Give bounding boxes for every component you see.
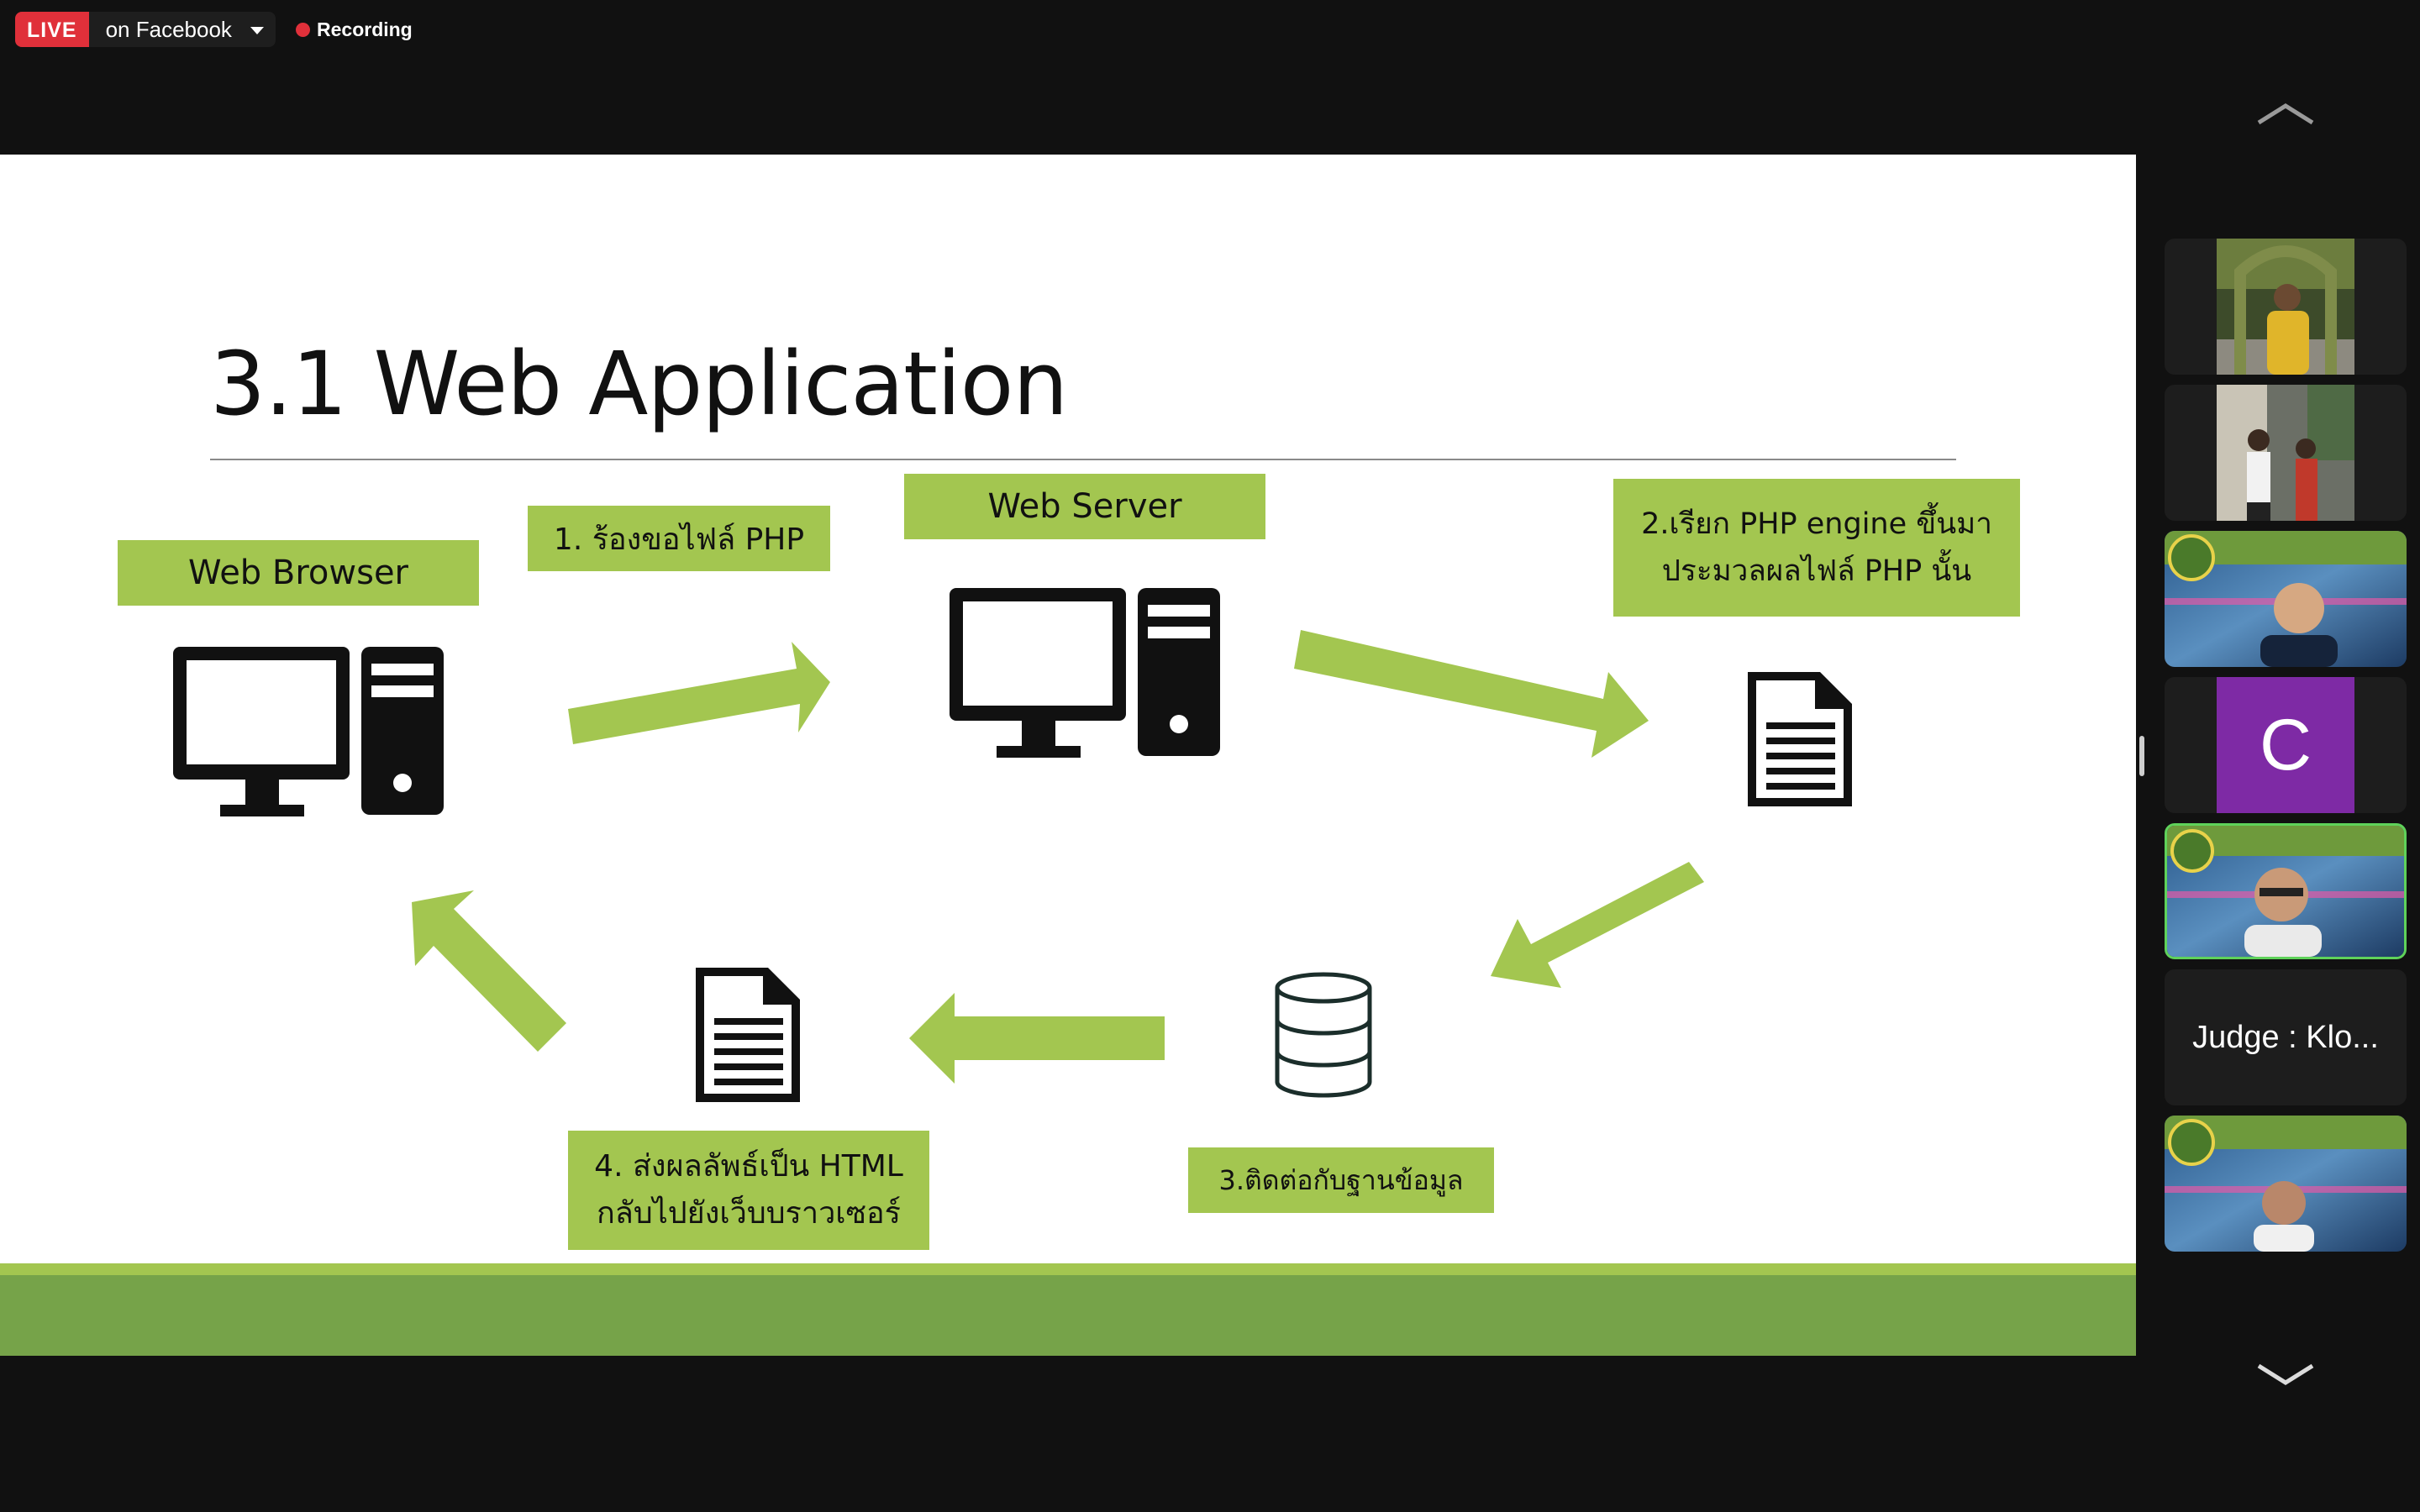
label-step-3: 3.ติดต่อกับฐานข้อมูล: [1188, 1147, 1494, 1213]
participant-video: [2165, 531, 2407, 667]
label-step-4: 4. ส่งผลลัพธ์เป็น HTML กลับไปยังเว็บบราว…: [568, 1131, 929, 1250]
database-icon: [1275, 972, 1372, 1098]
participant-tile[interactable]: [2165, 531, 2407, 667]
live-target-dropdown[interactable]: on Facebook: [89, 17, 276, 43]
participant-tile[interactable]: [2165, 239, 2407, 375]
diagram-graphics: [173, 588, 1852, 1102]
participant-tile[interactable]: [2165, 385, 2407, 521]
label-step-2-line2: ประมวลผลไฟล์ PHP นั้น: [1661, 554, 1972, 588]
participant-tile[interactable]: C: [2165, 677, 2407, 813]
arrow-down-right-icon: [1294, 630, 1649, 758]
participant-name: Judge : Klo...: [2192, 1019, 2379, 1055]
document-icon: [696, 968, 800, 1102]
participant-video: [2217, 385, 2354, 521]
participant-video: [2217, 239, 2354, 375]
label-web-browser: Web Browser: [118, 540, 479, 606]
chevron-up-icon[interactable]: [2255, 101, 2316, 126]
slide-footer-stripe: [0, 1263, 2136, 1275]
record-dot-icon: [296, 22, 310, 37]
arrow-right-up-icon: [568, 642, 830, 744]
live-stream-badge[interactable]: LIVE on Facebook: [15, 12, 276, 47]
label-step-4-line1: 4. ส่งผลลัพธ์เป็น HTML: [594, 1149, 903, 1184]
live-target-label: on Facebook: [105, 16, 232, 42]
document-icon: [1748, 672, 1852, 806]
label-web-server: Web Server: [904, 474, 1265, 539]
participant-avatar: C: [2217, 677, 2354, 813]
live-label: LIVE: [15, 12, 89, 47]
slide-footer-bar: [0, 1275, 2136, 1356]
label-step-2-line1: 2.เรียก PHP engine ขึ้นมา: [1641, 507, 1992, 541]
panel-resize-handle[interactable]: [2139, 736, 2144, 776]
recording-indicator[interactable]: Recording: [296, 15, 413, 44]
participant-tile-active-speaker[interactable]: [2165, 823, 2407, 959]
label-step-2: 2.เรียก PHP engine ขึ้นมา ประมวลผลไฟล์ P…: [1613, 479, 2020, 617]
arrow-down-left-icon: [1491, 862, 1704, 988]
label-step-4-line2: กลับไปยังเว็บบราวเซอร์: [596, 1196, 902, 1231]
caret-down-icon: [250, 27, 264, 34]
desktop-computer-icon: [950, 588, 1220, 758]
arrow-up-left-icon: [412, 890, 566, 1052]
title-divider: [210, 459, 1956, 460]
slide-title: 3.1 Web Application: [210, 333, 1068, 435]
recording-label: Recording: [317, 18, 413, 40]
participant-tile[interactable]: [2165, 1116, 2407, 1252]
participant-video: [2167, 826, 2404, 957]
participant-video: [2165, 1116, 2407, 1252]
label-step-1: 1. ร้องขอไฟล์ PHP: [528, 506, 830, 571]
shared-slide: 3.1 Web Application: [0, 155, 2136, 1356]
desktop-computer-icon: [173, 647, 444, 816]
chevron-down-icon[interactable]: [2255, 1362, 2316, 1388]
arrow-left-icon: [909, 993, 1165, 1084]
participant-tile[interactable]: Judge : Klo...: [2165, 969, 2407, 1105]
